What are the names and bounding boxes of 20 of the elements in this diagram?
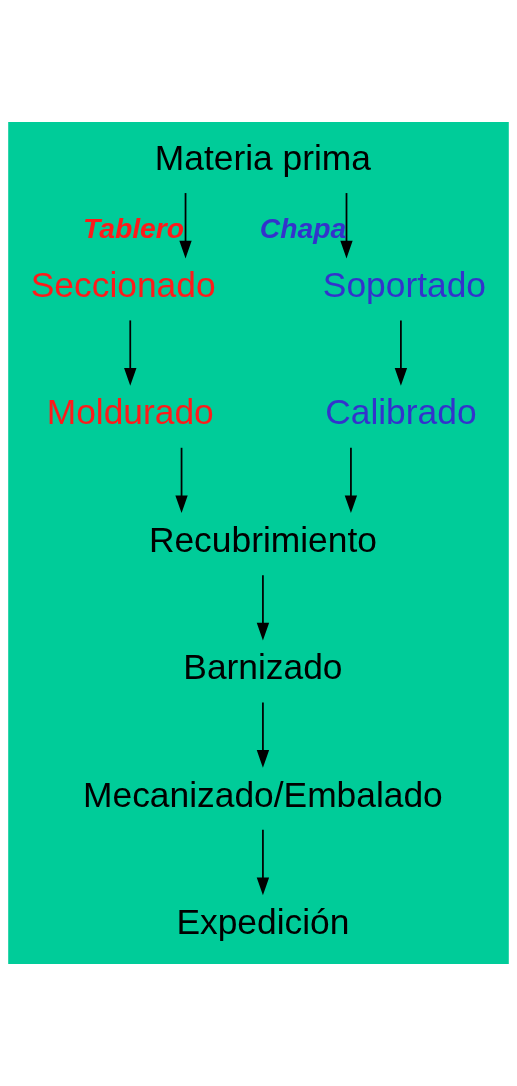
node-text: Calibrado xyxy=(325,392,477,432)
node-text: Seccionado xyxy=(30,265,216,305)
node-text: Barnizado xyxy=(183,647,343,687)
arrow xyxy=(256,828,270,896)
arrow xyxy=(179,192,192,259)
arrow xyxy=(394,319,408,386)
node-text: Mecanizado/Embalado xyxy=(83,774,443,814)
arrow xyxy=(256,574,270,641)
arrow xyxy=(344,446,358,514)
node-text: Recubrimiento xyxy=(148,519,377,559)
arrow xyxy=(340,192,353,259)
arrow xyxy=(256,701,270,768)
edge-label: Tablero xyxy=(82,212,185,245)
node-text: Moldurado xyxy=(46,392,214,432)
node-text: Materia prima xyxy=(154,137,371,177)
arrow xyxy=(175,446,188,514)
node-text: Soportado xyxy=(322,265,487,305)
node-text: Expedición xyxy=(176,901,350,941)
edge-label: Chapa xyxy=(259,212,347,245)
arrow xyxy=(124,319,137,386)
